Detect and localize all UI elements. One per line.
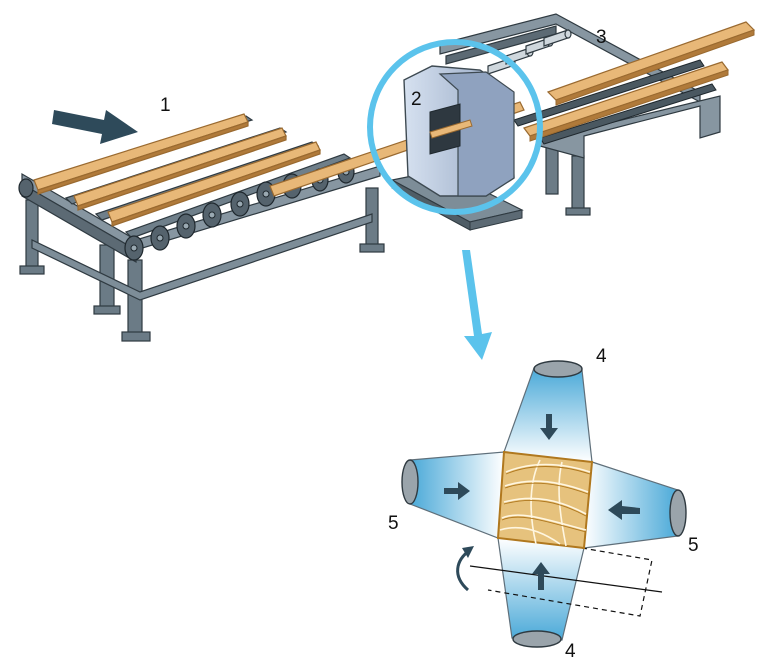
infeed-rollers (18, 160, 355, 261)
outfeed-conveyor (439, 13, 756, 216)
zoom-arrow-icon (462, 250, 492, 360)
detector-right-icon (669, 489, 687, 537)
infeed-boards (33, 113, 321, 227)
infeed-legs (19, 187, 385, 342)
beam-arrows (444, 414, 640, 590)
rotation-arrow-icon (462, 546, 474, 558)
arrow-down-icon (540, 414, 558, 440)
label-outfeed: 3 (596, 27, 607, 48)
label-scanner: 2 (411, 89, 422, 110)
scanner-machine (390, 65, 524, 231)
arrow-up-icon (532, 562, 550, 590)
label-source-top: 4 (596, 346, 607, 367)
label-source-bottom: 4 (565, 641, 576, 662)
scanner-highlight-ring (367, 39, 543, 215)
arrow-right-icon (444, 482, 470, 500)
source-bottom-icon (512, 630, 562, 648)
scan-detail (401, 360, 687, 648)
source-top-icon (533, 360, 583, 378)
label-infeed: 1 (160, 95, 171, 116)
feed-direction-arrow-icon (52, 110, 138, 144)
infeed-lower-frame (31, 213, 373, 301)
label-detector-left: 5 (388, 513, 399, 534)
rotated-board-outline (487, 547, 653, 617)
detector-left-icon (401, 459, 419, 505)
wood-cross-section (496, 450, 594, 550)
label-detector-right: 5 (688, 535, 699, 556)
rotation-axis (469, 565, 663, 593)
arrow-left-icon (608, 500, 640, 520)
